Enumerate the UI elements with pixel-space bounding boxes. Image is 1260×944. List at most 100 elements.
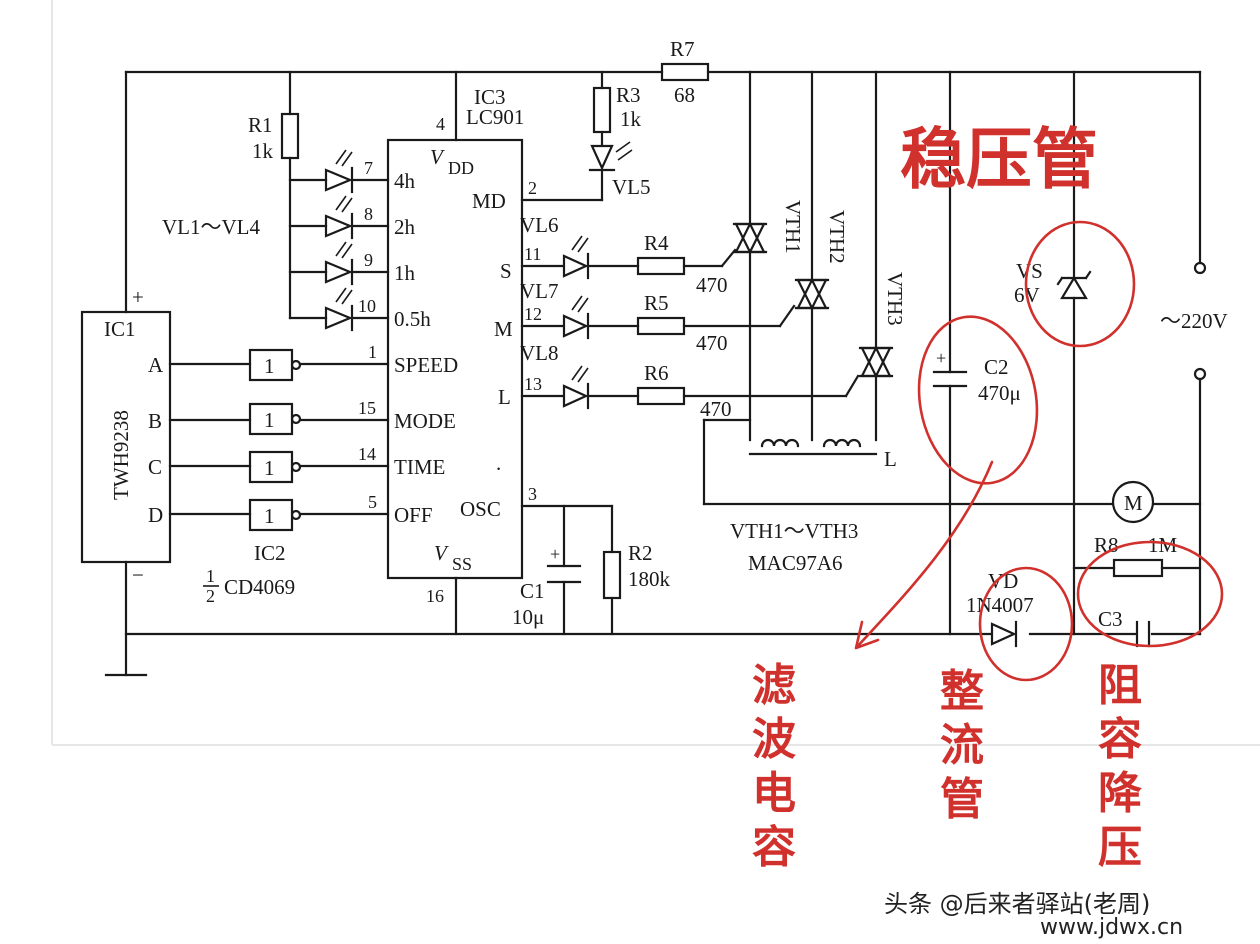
resistor-r1: R1 1k (248, 112, 300, 163)
svg-text:VL5: VL5 (612, 175, 651, 199)
led-icon (324, 195, 354, 240)
ic1-pin-b: B (148, 409, 162, 433)
svg-text:L: L (884, 447, 897, 471)
annotation-rc-dropper: 阻容降压 (1098, 660, 1142, 873)
led-icon (562, 235, 590, 280)
svg-text:5: 5 (368, 492, 377, 512)
led-icon (324, 241, 354, 286)
watermark-site: www.jdwx.cn (1040, 915, 1183, 940)
svg-text:180k: 180k (628, 567, 671, 591)
led-icon (324, 287, 354, 332)
ic1-pin-a: A (148, 353, 164, 377)
ic1-remote-decoder: IC1 TWH9238 + − A B C D (80, 285, 172, 587)
r1-value: 1k (252, 139, 274, 163)
svg-text:1: 1 (264, 456, 275, 480)
svg-text:2h: 2h (394, 215, 416, 239)
ic3-controller: IC3 LC901 4 16 V DD V SS . 7 4h 8 2h 9 1… (358, 85, 542, 606)
svg-text:C1: C1 (520, 579, 545, 603)
svg-text:13: 13 (524, 374, 542, 394)
svg-text:11: 11 (524, 244, 541, 264)
ic3-bottom-pin: 16 (426, 586, 444, 606)
wiring (104, 70, 1202, 677)
svg-text:1: 1 (264, 354, 275, 378)
ic2-part: CD4069 (224, 575, 295, 599)
svg-text:4h: 4h (394, 169, 416, 193)
svg-text:R6: R6 (644, 361, 669, 385)
ic3-ref: IC3 (474, 85, 506, 109)
svg-text:MD: MD (472, 189, 506, 213)
capacitor-c3: C3 (1098, 607, 1151, 648)
svg-text:1h: 1h (394, 261, 416, 285)
diode-vd: VD 1N4007 (966, 569, 1034, 648)
inverter-icon: 1 (248, 402, 302, 436)
watermark-source: 头条 @后来者驿站(老周) (884, 890, 1150, 918)
ac-supply: ～220V (1160, 261, 1228, 381)
ic1-minus: − (132, 563, 144, 587)
svg-text:7: 7 (364, 158, 373, 178)
ic3-top-pin: 4 (436, 114, 445, 134)
triac-part: MAC97A6 (748, 551, 843, 575)
svg-text:MODE: MODE (394, 409, 456, 433)
resistor-r6: R6 470 (636, 361, 732, 421)
svg-text:0.5h: 0.5h (394, 307, 431, 331)
svg-text:470: 470 (696, 331, 728, 355)
annotation-rectifier: 整流管 (940, 666, 984, 825)
ic2-inverters: 1 1 1 1 IC2 1 2 CD4069 (203, 348, 302, 606)
resistor-r2: R2 180k (602, 541, 671, 600)
annotation-zener: 稳压管 (900, 121, 1098, 198)
annotation-c2-circle (917, 315, 1039, 485)
svg-text:1: 1 (368, 342, 377, 362)
svg-text:14: 14 (358, 444, 376, 464)
svg-text:2: 2 (528, 178, 537, 198)
triac-icon (794, 277, 830, 311)
triac-vth3: VTH3 (858, 272, 907, 379)
svg-text:15: 15 (358, 398, 376, 418)
ic2-frac-num: 1 (206, 566, 215, 586)
svg-text:1N4007: 1N4007 (966, 593, 1034, 617)
led-vl6: VL6 (520, 213, 590, 280)
svg-text:1: 1 (264, 504, 275, 528)
resistor-r4: R4 470 (636, 231, 728, 297)
resistor-r5: R5 470 (636, 291, 728, 355)
ic3-vdd: V (430, 145, 445, 169)
svg-text:10μ: 10μ (512, 605, 544, 629)
led-group-vl1-vl4: VL1～VL4 (162, 149, 354, 332)
svg-text:OSC: OSC (460, 497, 501, 521)
svg-text:VD: VD (988, 569, 1018, 593)
motor-icon: M (1111, 480, 1155, 524)
ic2-frac-den: 2 (206, 586, 215, 606)
svg-text:1: 1 (264, 408, 275, 432)
ic3-vss-sub: SS (452, 554, 472, 574)
ic1-ref: IC1 (104, 317, 136, 341)
watermark: 头条 @后来者驿站(老周) www.jdwx.cn (884, 890, 1183, 940)
svg-text:VTH3: VTH3 (883, 272, 907, 326)
svg-text:TIME: TIME (394, 455, 445, 479)
zener-vs: VS 6V (1014, 259, 1092, 307)
svg-text:3: 3 (528, 484, 537, 504)
led-group-label: VL1～VL4 (162, 215, 260, 239)
svg-text:C2: C2 (984, 355, 1009, 379)
svg-text:SPEED: SPEED (394, 353, 458, 377)
ic2-ref: IC2 (254, 541, 286, 565)
r1-ref: R1 (248, 113, 273, 137)
svg-text:整流管: 整流管 (940, 666, 984, 825)
svg-text:VL7: VL7 (520, 279, 559, 303)
resistor-r7: R7 68 (660, 37, 710, 107)
capacitor-c1: + C1 10μ (512, 544, 582, 629)
svg-text:12: 12 (524, 304, 542, 324)
capacitor-c2: + C2 470μ (932, 348, 1021, 405)
inverter-icon: 1 (248, 498, 302, 532)
svg-text:VL6: VL6 (520, 213, 559, 237)
inverter-icon: 1 (248, 348, 302, 382)
annotation-zener-circle (1024, 220, 1136, 348)
svg-text:L: L (498, 385, 511, 409)
triac-vth1: VTH1 (732, 200, 805, 255)
svg-text:R7: R7 (670, 37, 695, 61)
svg-text:VTH1: VTH1 (781, 200, 805, 254)
ic1-part: TWH9238 (109, 410, 133, 500)
svg-text:8: 8 (364, 204, 373, 224)
motor-m: M (1111, 480, 1155, 524)
svg-text:R2: R2 (628, 541, 653, 565)
svg-text:470: 470 (696, 273, 728, 297)
